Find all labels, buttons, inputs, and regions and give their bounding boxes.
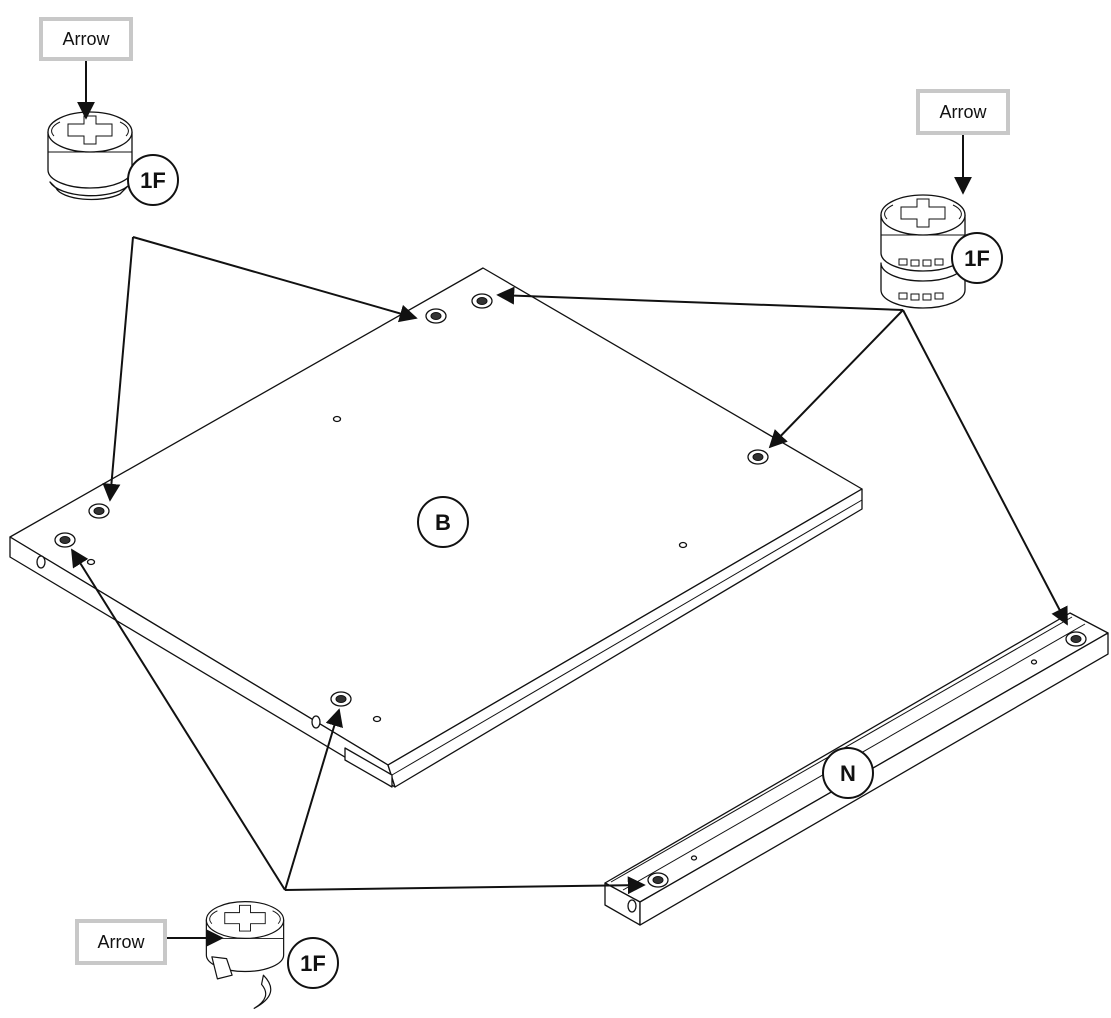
rail-n-pin-hole bbox=[1030, 659, 1038, 665]
callout-label: Arrow bbox=[97, 932, 145, 952]
guide-arrow bbox=[902, 309, 1068, 626]
panel-b-cam-hole bbox=[88, 503, 110, 519]
badge-panel-b: B bbox=[417, 496, 469, 548]
badge-rail-n: N bbox=[822, 747, 874, 799]
panel-b-pin-hole bbox=[86, 558, 96, 566]
badge-label: 1F bbox=[300, 951, 326, 976]
guide-arrow bbox=[71, 548, 286, 891]
cam-lock-bottom-left bbox=[205, 901, 285, 1009]
panel-b-cam-hole bbox=[747, 449, 769, 465]
badge-label: B bbox=[435, 510, 451, 535]
panel-b-edge-hole bbox=[311, 715, 321, 729]
badge-cam-bottom-left: 1F bbox=[287, 937, 339, 989]
rail-n-side-face bbox=[639, 632, 1109, 926]
badge-label: N bbox=[840, 761, 856, 786]
panel-b-cam-hole bbox=[471, 293, 493, 309]
badge-label: 1F bbox=[964, 246, 990, 271]
guide-arrow bbox=[496, 286, 904, 311]
rail-n-cam-hole bbox=[1065, 631, 1087, 647]
panel-b-pin-hole bbox=[678, 541, 688, 549]
rail-n-cam-hole bbox=[647, 872, 669, 888]
guide-arrow bbox=[284, 708, 343, 891]
cam-lock-top-left bbox=[47, 111, 133, 201]
rail-n-edge-hole bbox=[627, 899, 637, 913]
panel-b-cam-hole bbox=[54, 532, 76, 548]
panel-b-edge-hole bbox=[36, 555, 46, 569]
panel-b-foot-block bbox=[344, 747, 393, 788]
guide-arrow bbox=[284, 876, 646, 895]
panel-b-cam-hole bbox=[330, 691, 352, 707]
panel-b-cam-hole bbox=[425, 308, 447, 324]
badge-cam-top-left: 1F bbox=[127, 154, 179, 206]
badge-label: 1F bbox=[140, 168, 166, 193]
callout-top-right: Arrow bbox=[916, 89, 1010, 195]
guide-arrows bbox=[71, 236, 1068, 895]
badge-cam-top-right: 1F bbox=[951, 232, 1003, 284]
guide-arrow bbox=[132, 236, 418, 323]
panel-b-pin-hole bbox=[372, 715, 382, 723]
panel-b-pin-hole bbox=[332, 415, 342, 423]
cam-lock-top-right bbox=[880, 194, 966, 309]
guide-arrow bbox=[768, 309, 904, 449]
callout-top-left: Arrow bbox=[39, 17, 133, 120]
callout-label: Arrow bbox=[939, 102, 987, 122]
rail-n-pin-hole bbox=[690, 855, 698, 861]
callout-label: Arrow bbox=[62, 29, 110, 49]
guide-arrow bbox=[102, 236, 134, 502]
callout-bottom-left: Arrow bbox=[75, 919, 224, 965]
panel-b-side-edge bbox=[387, 488, 863, 788]
